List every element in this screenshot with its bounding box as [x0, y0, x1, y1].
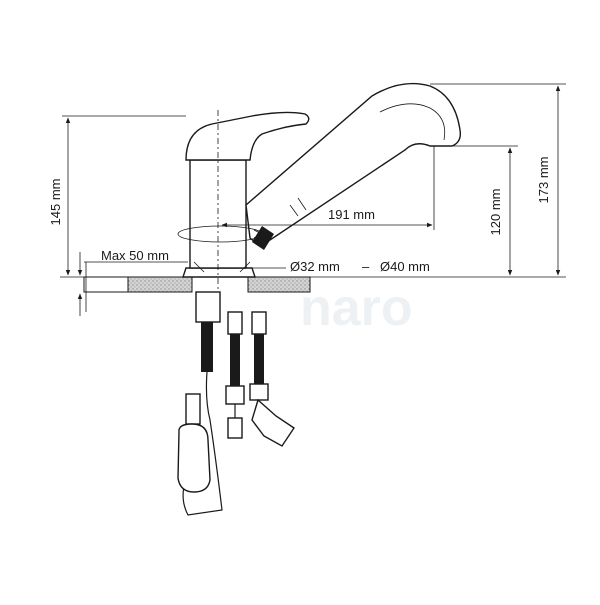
max-thickness-label: Max 50 mm — [101, 248, 169, 263]
height-145-label: 145 mm — [48, 179, 63, 226]
faucet-body — [177, 82, 462, 302]
hole-diameter-min-label: Ø32 mm — [290, 259, 340, 274]
height-120-label: 120 mm — [488, 189, 503, 236]
supply-hoses — [177, 291, 295, 516]
separator-label: – — [362, 259, 370, 274]
dimension-lines — [60, 83, 566, 316]
reach-191-label: 191 mm — [328, 207, 375, 222]
hole-diameter-max-label: Ø40 mm — [380, 259, 430, 274]
countertop — [83, 276, 311, 293]
height-173-label: 173 mm — [536, 157, 551, 204]
watermark-text: naro — [300, 279, 413, 337]
